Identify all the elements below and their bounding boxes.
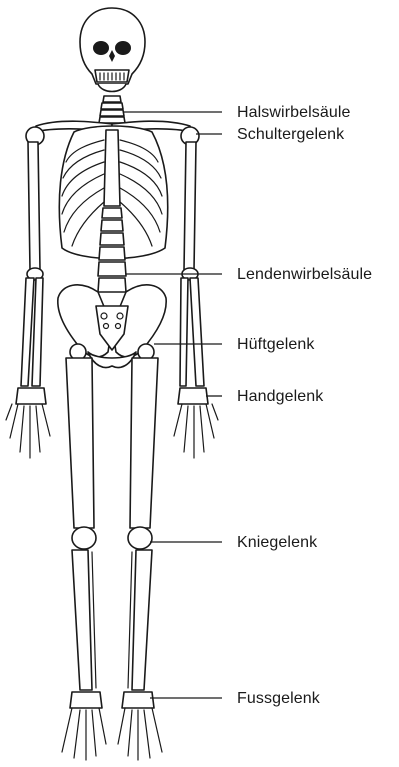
- label-kniegelenk: Kniegelenk: [237, 534, 317, 552]
- label-hueftgelenk: Hüftgelenk: [237, 336, 315, 354]
- label-handgelenk: Handgelenk: [237, 388, 323, 406]
- lumbar-spine: [98, 208, 126, 292]
- pelvis: [58, 285, 166, 368]
- left-leg: [62, 358, 106, 760]
- right-arm: [174, 142, 218, 458]
- label-fussgelenk: Fussgelenk: [237, 690, 320, 708]
- cervical-spine: [99, 96, 125, 123]
- skull: [80, 8, 145, 92]
- left-arm: [6, 142, 50, 458]
- label-lendenwirbelsaeule: Lendenwirbelsäule: [237, 266, 372, 284]
- label-halswirbelsaeule: Halswirbelsäule: [237, 104, 351, 122]
- label-schultergelenk: Schultergelenk: [237, 126, 344, 144]
- right-leg: [118, 358, 162, 760]
